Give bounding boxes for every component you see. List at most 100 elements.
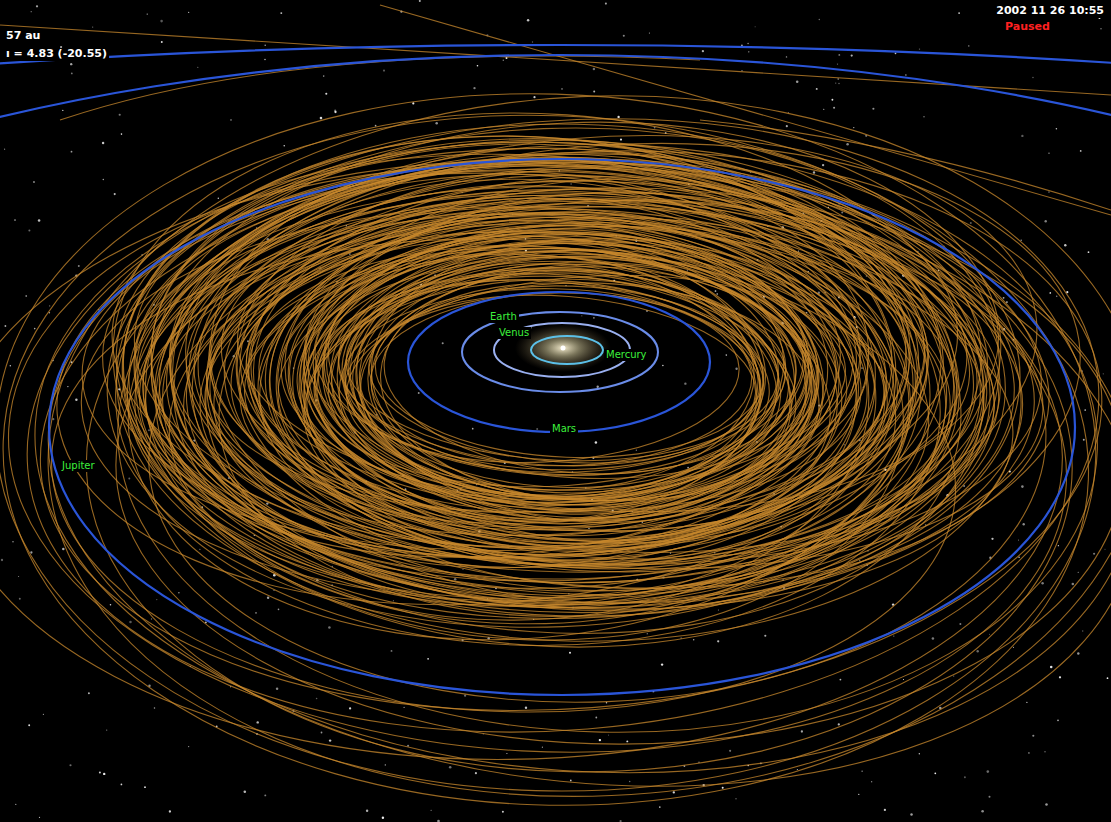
star (188, 12, 189, 13)
star (819, 19, 820, 20)
asteroid-orbit (249, 199, 839, 566)
star (620, 139, 622, 141)
star (110, 604, 112, 606)
star (816, 88, 818, 90)
star (831, 99, 833, 101)
asteroid-orbit (14, 113, 1111, 808)
star (838, 723, 840, 725)
star (280, 12, 282, 14)
planet-label: Mars (550, 423, 578, 435)
star (88, 692, 90, 694)
comet-orbit (700, 120, 1111, 210)
star (38, 219, 41, 222)
asteroid-orbit (328, 249, 812, 503)
asteroid-orbit (140, 137, 969, 569)
star (748, 51, 749, 52)
star (375, 125, 377, 127)
asteroid-orbit (368, 234, 787, 498)
star (702, 50, 704, 52)
star (872, 108, 874, 110)
star (1057, 720, 1059, 722)
asteroid-orbit (238, 241, 888, 523)
star (1044, 220, 1046, 222)
asteroid-orbit (125, 101, 1055, 615)
star (623, 35, 625, 37)
star (43, 714, 44, 715)
star (418, 392, 420, 394)
star (735, 798, 736, 799)
star (151, 618, 152, 619)
asteroid-orbit (135, 111, 1007, 639)
star (871, 781, 872, 782)
star (49, 305, 50, 306)
star (284, 145, 285, 146)
star (264, 45, 266, 47)
asteroid-orbit (209, 182, 911, 557)
asteroid-orbit (157, 139, 1062, 614)
star (70, 63, 72, 65)
star (31, 11, 32, 12)
star (981, 810, 984, 813)
star (964, 776, 966, 778)
asteroid-orbit (0, 97, 1100, 822)
star (934, 772, 936, 774)
star (12, 541, 13, 542)
star (755, 26, 756, 27)
asteroid-orbit (102, 103, 982, 679)
star (1018, 540, 1019, 541)
star (595, 441, 597, 443)
star (161, 41, 163, 43)
star (636, 450, 637, 451)
star (427, 658, 429, 660)
star (797, 769, 798, 770)
star (92, 27, 93, 28)
star (989, 796, 991, 798)
star (121, 133, 123, 135)
star (536, 428, 538, 430)
star (102, 142, 104, 144)
star (859, 560, 860, 561)
star (593, 90, 595, 92)
star (78, 265, 80, 267)
star (593, 68, 595, 70)
star (953, 675, 954, 676)
star (910, 813, 913, 816)
star (747, 43, 749, 45)
star (256, 721, 258, 723)
star (30, 551, 32, 553)
star (169, 810, 171, 812)
star (321, 732, 323, 734)
star (903, 679, 904, 680)
star (722, 787, 724, 789)
asteroid-orbit (363, 281, 762, 477)
star (1056, 296, 1058, 298)
saturn-orbit (0, 55, 1111, 822)
star (403, 707, 404, 708)
star (10, 365, 12, 367)
asteroid-orbit (33, 73, 1111, 820)
star (255, 612, 257, 614)
star (588, 528, 589, 529)
star (199, 549, 200, 550)
asteroid-orbit (288, 224, 816, 530)
mercury-orbit (531, 336, 603, 364)
star (156, 599, 157, 600)
star (435, 122, 438, 125)
star (473, 87, 475, 89)
star (276, 687, 278, 689)
asteroid-orbit (227, 188, 898, 572)
star (1104, 549, 1105, 550)
asteroid-orbit (200, 170, 928, 618)
star (597, 386, 599, 388)
star (717, 640, 719, 642)
star (266, 502, 268, 504)
star (205, 622, 207, 624)
star (958, 12, 960, 14)
star (608, 735, 609, 736)
star (662, 365, 664, 367)
mars-orbit (408, 292, 710, 432)
star (1028, 752, 1030, 754)
star (835, 82, 836, 83)
jupiter-orbit (49, 159, 1075, 695)
star (267, 597, 269, 599)
